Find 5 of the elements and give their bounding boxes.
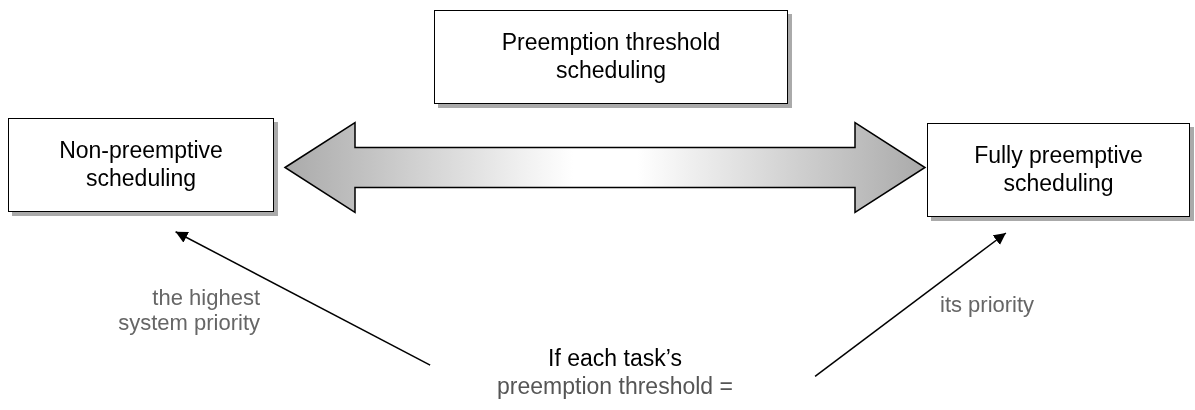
- note-text: preemption threshold =: [497, 373, 733, 401]
- arrow: [814, 232, 1007, 378]
- note-text: If each task’s: [548, 345, 682, 373]
- double-block-arrow: [283, 121, 927, 214]
- arrow: [174, 231, 431, 366]
